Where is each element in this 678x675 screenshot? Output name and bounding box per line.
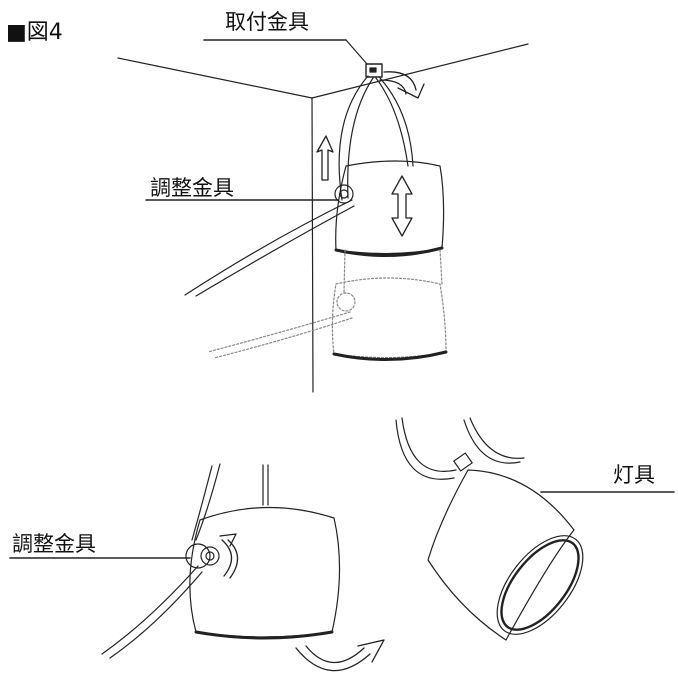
adjuster-knob-upper xyxy=(334,184,354,204)
power-cord-upper xyxy=(184,199,355,297)
up-down-arrow-icon xyxy=(391,175,413,237)
rotate-arrow-icon xyxy=(219,533,239,579)
label-lamp: 灯具 xyxy=(613,463,655,487)
label-leaders xyxy=(9,39,675,559)
lamp-shade-lower-ghost xyxy=(207,249,448,362)
mounting-bracket xyxy=(365,63,383,78)
adjuster-knob-lower xyxy=(185,543,220,569)
swing-arrow-icon xyxy=(295,639,385,672)
lamp-bottom-right xyxy=(395,417,584,641)
hanging-wire xyxy=(338,75,414,201)
rotate-arrow-icon xyxy=(379,71,425,99)
label-mounting-bracket: 取付金具 xyxy=(225,10,309,34)
figure-title: ■図4 xyxy=(6,20,63,45)
lamp-shade-upper xyxy=(334,160,445,258)
lamp-bottom-left xyxy=(101,463,341,659)
label-adjuster-top: 調整金具 xyxy=(150,176,234,200)
room-corner xyxy=(117,43,529,393)
label-adjuster-bottom: 調整金具 xyxy=(12,532,96,556)
up-arrow-icon xyxy=(316,135,334,181)
